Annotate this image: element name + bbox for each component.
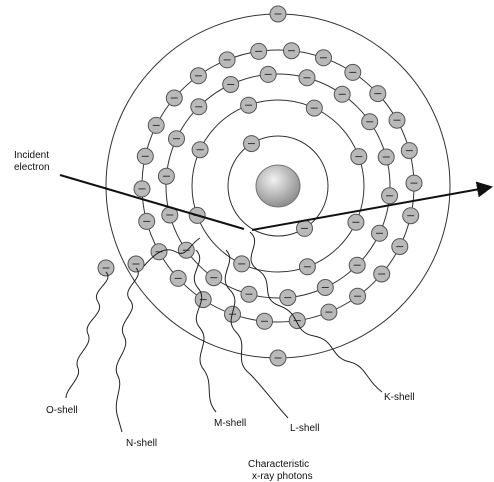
m-shell-electron (241, 286, 257, 302)
l-shell-electron (348, 214, 364, 230)
m-shell-electron (317, 280, 333, 296)
n-shell-electron (137, 148, 153, 164)
m-shell-electron (280, 290, 296, 306)
o-shell-electron (270, 350, 286, 366)
n-shell-electron (350, 288, 366, 304)
l-shell-electron (306, 100, 322, 116)
n-shell-electron (374, 266, 390, 282)
n-shell-electron (170, 270, 186, 286)
n-shell-electron (403, 208, 419, 224)
n-shell-electron (370, 86, 386, 102)
n-shell-electron (219, 52, 235, 68)
m-shell-electron (299, 70, 315, 86)
l-shell-electron (241, 97, 257, 113)
n-shell-electron (134, 181, 150, 197)
n-shell-electron (392, 239, 408, 255)
m-shell-electron (158, 168, 174, 184)
n-shell-electron (316, 50, 332, 66)
m-shell-electron (334, 86, 350, 102)
n-shell-electron (284, 43, 300, 59)
m-shell-electron (260, 66, 276, 82)
n-shell-electron (166, 90, 182, 106)
m-shell-electron (362, 114, 378, 130)
photon-n-shell (116, 268, 138, 432)
n-shell-electron (257, 313, 273, 329)
m-shell-electron (191, 99, 207, 115)
m-shell-electron (372, 225, 388, 241)
l-shell-electron (234, 256, 250, 272)
n-shell-electron (148, 117, 164, 133)
incident-label-line1: Incident (14, 150, 49, 161)
nucleus (256, 165, 300, 207)
n-shell-electron (406, 175, 422, 191)
n-shell-electron (190, 68, 206, 84)
m-shell-electron (378, 149, 394, 165)
n-shell-electron (139, 213, 155, 229)
m-shell-electron (223, 77, 239, 93)
n-shell-electron (251, 43, 267, 59)
n-shell-electron (289, 313, 305, 329)
k-shell-electron (297, 220, 313, 236)
o-shell-electron (270, 6, 286, 22)
l-shell-electron (351, 149, 367, 165)
photon-o-shell (66, 272, 108, 398)
k-shell-label: K-shell (384, 392, 415, 403)
l-shell-electron (192, 142, 208, 158)
xray-photons (66, 232, 382, 432)
n-shell-electron (345, 64, 361, 80)
n-shell-electron (151, 244, 167, 260)
m-shell-label: M-shell (214, 418, 246, 429)
n-shell-electron (389, 112, 405, 128)
caption-line2: x-ray photons (252, 471, 313, 482)
incident-label-line2: electron (14, 162, 50, 173)
o-shell-label: O-shell (46, 405, 78, 416)
m-shell-electron (206, 270, 222, 286)
free-electron (98, 260, 114, 276)
free-electron (128, 256, 144, 272)
n-shell-label: N-shell (126, 438, 157, 449)
n-shell-electron (195, 292, 211, 308)
l-shell-electron (299, 259, 315, 275)
m-shell-electron (169, 131, 185, 147)
labels: Incident electron O-shell N-shell M-shel… (14, 150, 415, 482)
n-shell-electron (401, 143, 417, 159)
l-shell-label: L-shell (290, 423, 319, 434)
photon-k-shell (250, 232, 382, 392)
photon-l-shell (225, 250, 288, 418)
m-shell-electron (382, 188, 398, 204)
caption-line1: Characteristic (248, 459, 309, 470)
m-shell-electron (349, 257, 365, 273)
k-shell-electron (244, 136, 260, 152)
n-shell-electron (321, 304, 337, 320)
